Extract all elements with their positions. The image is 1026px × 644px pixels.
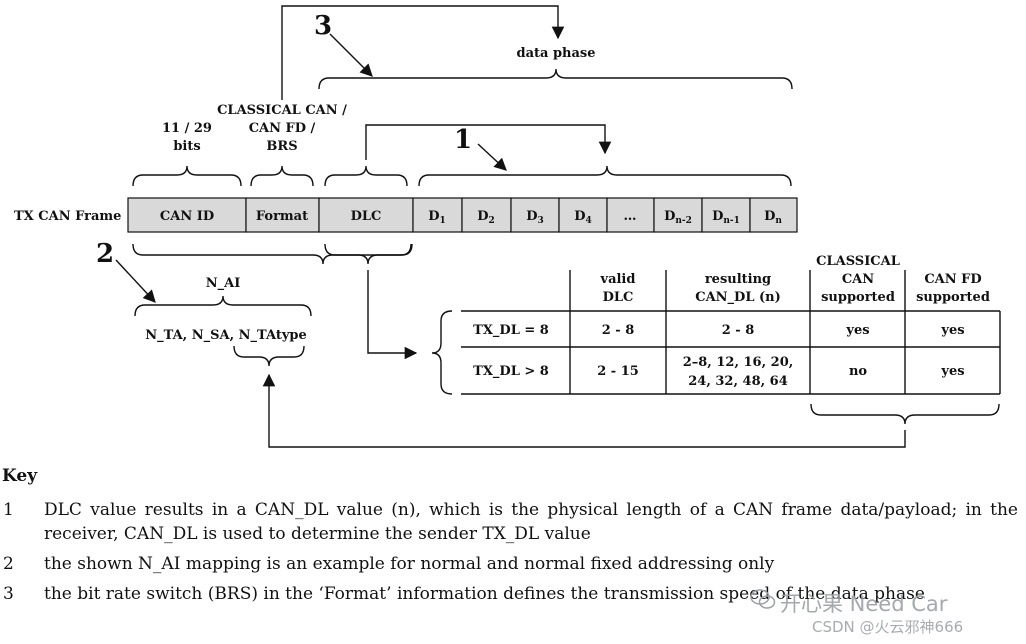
field-d3-label: D3: [526, 209, 544, 226]
row2-classical: no: [849, 364, 867, 379]
field-can-id: [127, 197, 247, 233]
row1-tx-dl: TX_DL = 8: [473, 323, 549, 338]
n-ai-label: N_AI: [206, 276, 241, 291]
field-format-label: Format: [256, 209, 308, 224]
row1-classical: yes: [845, 323, 869, 338]
field-dn-2-label: Dn-2: [664, 209, 692, 226]
field-d3: [510, 197, 560, 233]
format-label-line2: CAN FD /: [249, 121, 316, 136]
brace-format: [250, 165, 314, 187]
row2-tx-dl: TX_DL > 8: [473, 364, 549, 379]
header-resulting-1: resulting: [705, 272, 771, 287]
field-dn-label: Dn: [764, 209, 782, 226]
key-item-text: the shown N_AI mapping is an example for…: [44, 554, 775, 574]
key-item-number: 3: [3, 584, 14, 604]
field-ellipsis: [606, 197, 655, 233]
row2-can-dl-line2: 24, 32, 48, 64: [688, 374, 788, 389]
format-label-line1: CLASSICAL CAN /: [217, 103, 347, 118]
callout-arrow-1: [477, 143, 507, 171]
brace-table-rows: [431, 310, 453, 395]
callout-2: 2: [96, 239, 114, 269]
brace-can-id: [132, 165, 242, 187]
bits-label-line2: bits: [173, 139, 200, 154]
arrow-dlc-to-data: [365, 124, 612, 160]
format-label-line3: BRS: [266, 139, 297, 154]
header-canfd-1: CAN FD: [924, 272, 981, 287]
key-item-number: 1: [3, 500, 14, 520]
field-d2-label: D2: [477, 209, 495, 226]
field-dn: [749, 197, 798, 233]
tx-can-frame: [127, 197, 798, 233]
row2-valid-dlc: 2 - 15: [597, 364, 639, 379]
row2-canfd: yes: [940, 364, 964, 379]
header-valid-dlc-1: valid: [600, 272, 636, 287]
header-classical-2: CAN: [842, 272, 874, 287]
field-dn-1-label: Dn-1: [712, 209, 740, 226]
header-resulting-2: CAN_DL (n): [695, 290, 781, 305]
watermark-text: 开心果 Need Car: [780, 592, 948, 616]
brace-n-ai: [132, 243, 413, 265]
field-d4-label: D4: [574, 209, 592, 226]
field-dlc: [318, 197, 414, 233]
brace-supported-cols: [810, 403, 1000, 425]
field-d4: [558, 197, 608, 233]
key-item-text: the bit rate switch (BRS) in the ‘Format…: [44, 584, 925, 604]
data-phase-label: data phase: [516, 46, 595, 61]
field-dn-2: [653, 197, 703, 233]
field-d2: [461, 197, 512, 233]
header-valid-dlc-2: DLC: [603, 290, 634, 305]
header-classical-3: supported: [821, 290, 895, 305]
brace-n-tatype: [233, 345, 305, 367]
field-dlc-label: DLC: [351, 209, 382, 224]
callout-3: 3: [314, 11, 332, 41]
bits-label-line1: 11 / 29: [162, 121, 212, 136]
field-d1-label: D1: [428, 209, 446, 226]
row2-can-dl-line1: 2–8, 12, 16, 20,: [683, 355, 794, 370]
arrow-supported-to-ntatype: [262, 373, 906, 448]
key-item-number: 2: [3, 554, 14, 574]
wechat-icon: [750, 589, 776, 609]
dlc-table: [461, 270, 1001, 395]
header-classical-1: CLASSICAL: [816, 254, 900, 269]
callout-1: 1: [454, 125, 472, 155]
arrow-dlc-to-table: [367, 270, 418, 360]
csdn-watermark: CSDN @火云邪神666: [812, 618, 964, 636]
row1-canfd: yes: [940, 323, 964, 338]
can-frame-diagram: TX CAN Frame CAN ID Format DLC D1 D2 D3 …: [14, 5, 1001, 448]
arrow-format-to-data-phase: [281, 5, 565, 100]
brace-dlc-below: [324, 243, 412, 265]
key-item-text: DLC value results in a CAN_DL value (n),…: [44, 500, 1018, 544]
row1-valid-dlc: 2 - 8: [602, 323, 635, 338]
callout-arrow-3: [329, 33, 373, 77]
field-can-id-label: CAN ID: [160, 209, 214, 224]
field-dn-1: [701, 197, 751, 233]
tx-can-frame-label: TX CAN Frame: [14, 209, 121, 224]
brace-data-field: [418, 165, 792, 187]
callout-arrow-2: [115, 259, 156, 303]
brace-n-ai-fields-top: [134, 295, 312, 317]
brace-data-phase: [318, 68, 793, 90]
row1-can-dl: 2 - 8: [722, 323, 755, 338]
n-ai-fields-label: N_TA, N_SA, N_TAtype: [145, 328, 307, 343]
key-title: Key: [2, 466, 38, 486]
field-ellipsis-label: …: [624, 209, 637, 224]
brace-dlc: [324, 165, 408, 187]
field-format: [245, 197, 320, 233]
header-canfd-2: supported: [916, 290, 990, 305]
